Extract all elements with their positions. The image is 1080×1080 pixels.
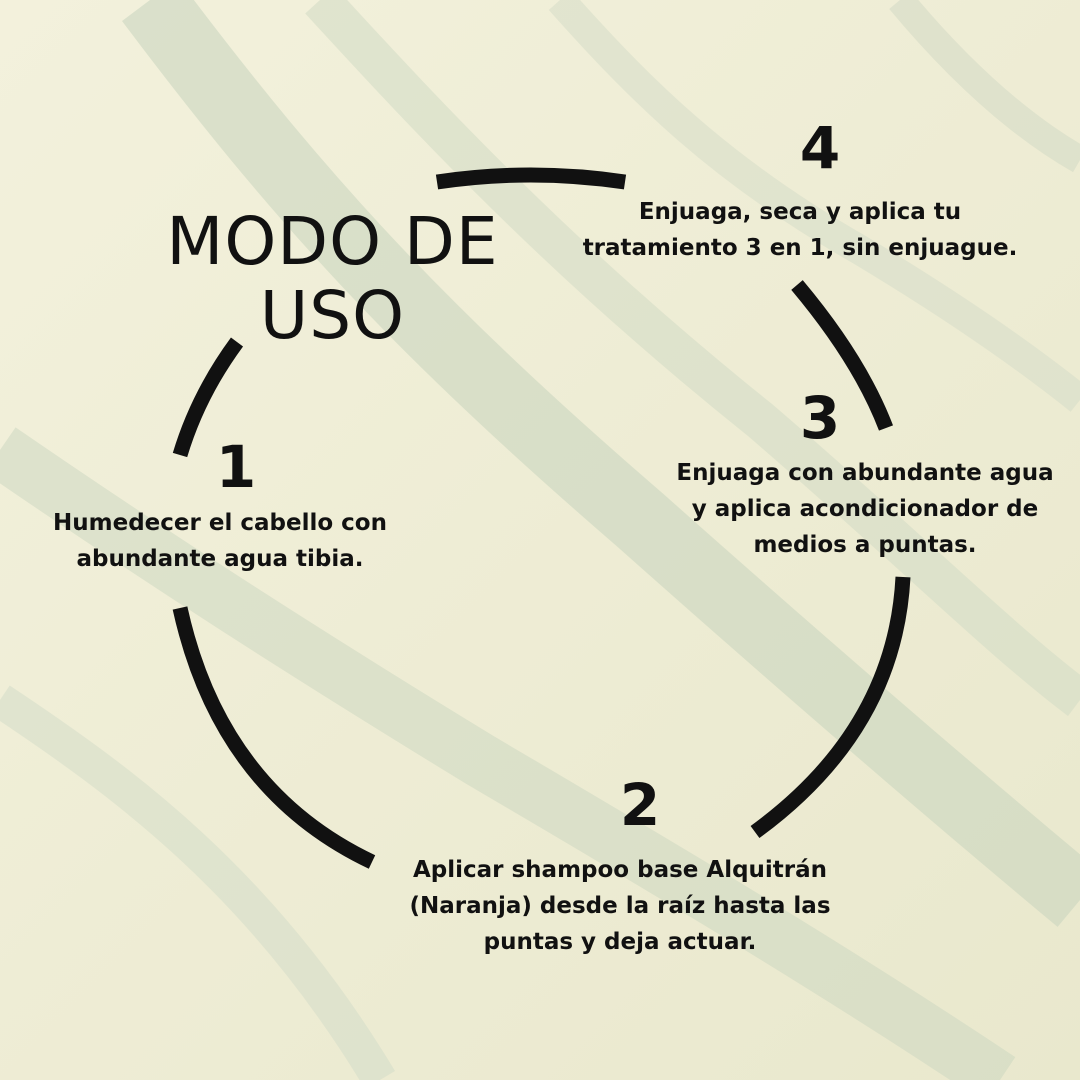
step-3-line: Enjuaga con abundante agua — [676, 460, 1054, 486]
title-line-1: MODO DE — [166, 203, 499, 280]
step-4-line: tratamiento 3 en 1, sin enjuague. — [582, 235, 1018, 261]
step-1-line: abundante agua tibia. — [76, 546, 364, 572]
step-3-line: medios a puntas. — [753, 532, 977, 558]
ring-arc-left-lower — [172, 606, 376, 869]
step-1-line: Humedecer el cabello con — [53, 510, 387, 536]
step-2-number: 2 — [619, 771, 661, 839]
ring-arc-right-lower — [750, 576, 911, 839]
ring-arc-left-upper — [172, 337, 244, 458]
step-3-number: 3 — [799, 384, 841, 452]
step-4-text: Enjuaga, seca y aplica tu tratamiento 3 … — [570, 194, 1030, 266]
step-1-text: Humedecer el cabello con abundante agua … — [20, 505, 420, 577]
step-2-line: Aplicar shampoo base Alquitrán — [412, 857, 828, 883]
step-3-text: Enjuaga con abundante agua y aplica acon… — [660, 455, 1070, 563]
step-2-line: puntas y deja actuar. — [483, 929, 757, 955]
ring-arc-top — [435, 167, 627, 190]
page-title: MODO DE USO — [150, 205, 515, 353]
step-3-line: y aplica acondicionador de — [691, 496, 1039, 522]
step-4-line: Enjuaga, seca y aplica tu — [638, 199, 962, 225]
step-4-number: 4 — [799, 114, 841, 182]
ring-arc-right-upper — [791, 280, 894, 431]
title-line-2: USO — [259, 277, 406, 354]
step-1-number: 1 — [215, 433, 257, 501]
step-2-text: Aplicar shampoo base Alquitrán (Naranja)… — [385, 852, 855, 960]
step-2-line: (Naranja) desde la raíz hasta las — [409, 893, 831, 919]
